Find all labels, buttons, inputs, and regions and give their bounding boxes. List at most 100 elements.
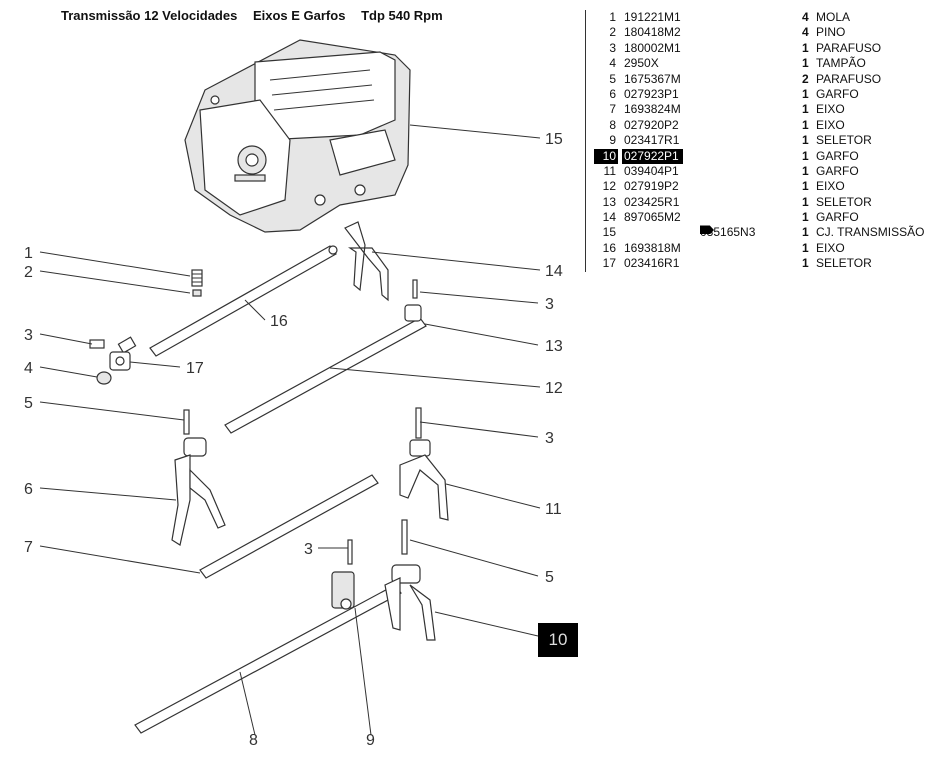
fork-14-drawing[interactable] [344,221,389,302]
parts-row[interactable]: 7 1693824M 1 EIXO [590,102,930,117]
part-quantity: 1 [802,163,809,178]
callout-8: 8 [249,732,258,749]
part-reference: 180418M2 [624,25,681,40]
part-description: EIXO [816,240,845,255]
fork-10-drawing[interactable] [384,519,436,641]
transmission-housing-drawing[interactable] [184,39,411,233]
callout-3-middle: 3 [545,430,554,447]
part-description: GARFO [816,148,859,163]
part-reference: 023417R1 [624,133,680,148]
fork-11-drawing[interactable] [399,407,449,521]
part-reference: 023425R1 [624,194,680,209]
part-number: 7 [609,102,616,117]
part-number: 16 [602,240,616,255]
callout-3-upper: 3 [545,296,554,313]
part-quantity: 4 [802,10,809,24]
part-reference: 027922P1 [622,148,683,164]
part-reference: 1675367M [624,71,681,86]
part-quantity: 1 [802,40,809,55]
shaft-7-drawing[interactable] [199,474,379,579]
part-reference: 027920P2 [624,117,679,132]
part-quantity: 1 [802,240,809,255]
part-reference: 039404P1 [624,163,679,178]
part-description: CJ. TRANSMISSÃO [816,225,925,240]
part-reference: 1693824M [624,102,681,117]
part-description: EIXO [816,102,845,117]
fork-6-drawing[interactable] [171,409,226,546]
title-pto: Tdp 540 Rpm [361,8,443,23]
parts-row[interactable]: 15 1 CJ. TRANSMISSÃO 035165N3 [590,225,930,240]
callout-15: 15 [545,131,563,148]
part-reference: 023416R1 [624,256,680,271]
part-number: 12 [602,179,616,194]
shaft-8-drawing[interactable] [134,584,402,734]
spring-pin-drawing[interactable] [191,269,203,297]
part-description: SELETOR [816,194,872,209]
callout-16: 16 [270,313,288,330]
part-quantity: 1 [802,225,809,240]
callout-5-left: 5 [24,395,33,412]
callout-17: 17 [186,360,204,377]
callout-5-right: 5 [545,569,554,586]
callout-10-highlighted[interactable]: 10 [538,623,578,657]
selector-9-drawing[interactable] [331,539,355,610]
callout-12: 12 [545,380,563,397]
diagram-title: Transmissão 12 Velocidades Eixos E Garfo… [61,8,455,23]
part-reference: 027919P2 [624,179,679,194]
part-description: TAMPÃO [816,56,866,71]
part-number: 6 [609,86,616,101]
arrow-pointer-icon [700,225,714,235]
part-reference: 180002M1 [624,40,681,55]
part-quantity: 2 [802,71,809,86]
shaft-16-drawing[interactable] [117,245,338,357]
part-description: GARFO [816,210,859,225]
part-number: 13 [602,194,616,209]
part-description: GARFO [816,163,859,178]
part-number: 9 [609,133,616,148]
part-description: EIXO [816,179,845,194]
parts-row[interactable]: 3 180002M1 1 PARAFUSO [590,41,930,56]
part-description: PARAFUSO [816,71,882,86]
part-quantity: 1 [802,210,809,225]
part-reference: 897065M2 [624,210,681,225]
part-number: 10 [594,148,618,164]
part-reference: 027923P1 [624,86,679,101]
parts-row[interactable]: 5 1675367M 2 PARAFUSO [590,72,930,87]
part-number: 5 [609,71,616,86]
title-transmission: Transmissão 12 Velocidades [61,8,238,23]
part-number: 2 [609,25,616,40]
callout-14: 14 [545,263,563,280]
part-number: 15 [602,225,616,240]
part-quantity: 1 [802,102,809,117]
shaft-12-drawing[interactable] [224,279,427,434]
part-quantity: 1 [802,179,809,194]
title-shafts-forks: Eixos E Garfos [252,8,346,23]
part-quantity: 1 [802,133,809,148]
callout-3-lower: 3 [304,541,313,558]
selector-17-drawing[interactable] [89,339,131,385]
part-number: 8 [609,117,616,132]
assembly-number: 035165N3 [700,225,756,240]
part-description: EIXO [816,117,845,132]
part-description: MOLA [816,10,851,24]
callout-6: 6 [24,481,33,498]
part-reference: 2950X [624,56,659,71]
assembly-reference: 035165N3 [700,225,755,240]
part-number: 3 [609,40,616,55]
part-description: PARAFUSO [816,40,882,55]
parts-row[interactable]: 12 027919P2 1 EIXO [590,179,930,194]
callout-9: 9 [366,732,375,749]
